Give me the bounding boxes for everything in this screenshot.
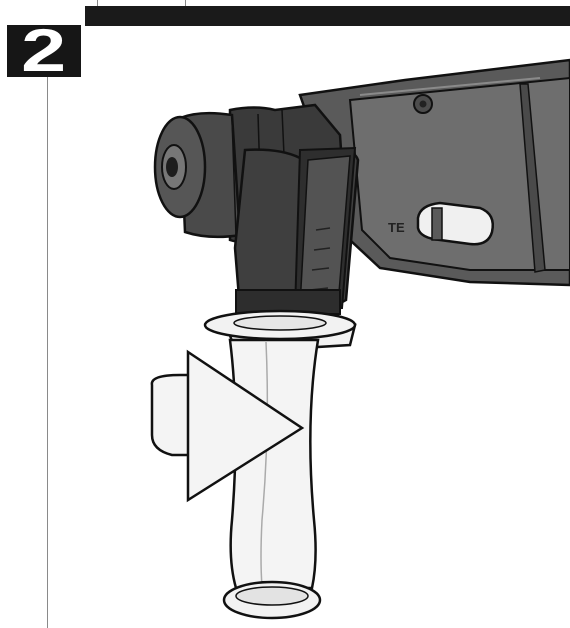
mode-label: TE bbox=[388, 220, 405, 235]
margin-rule bbox=[47, 77, 48, 628]
top-tick-right bbox=[185, 0, 186, 6]
rotation-arrow-icon bbox=[150, 349, 305, 503]
top-tick-left bbox=[97, 0, 98, 6]
step-number-box: 2 bbox=[7, 21, 81, 81]
mode-selector-knob bbox=[416, 201, 494, 246]
handle-clamp bbox=[233, 146, 360, 315]
header-bar bbox=[85, 6, 570, 26]
step-number: 2 bbox=[21, 17, 67, 84]
